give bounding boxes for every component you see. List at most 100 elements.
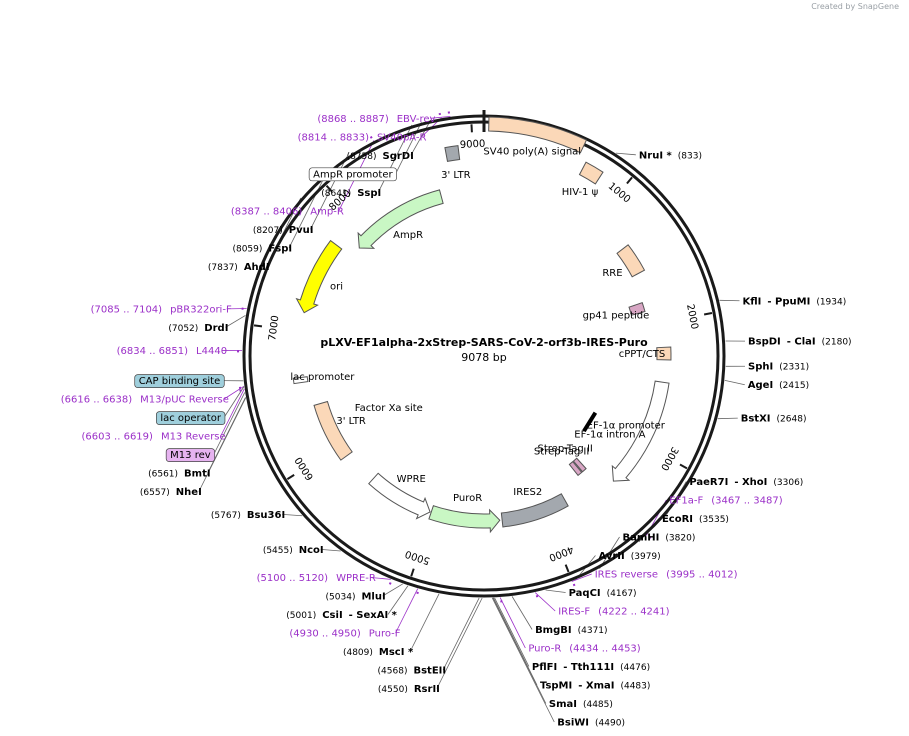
enzyme-paqci[interactable]: PaqCI(4167) <box>569 588 637 599</box>
site-labels: NruI *(833) KflI- PpuMI(1934) BspDI- ClaI(… <box>61 114 852 729</box>
bp-tick-label: 1000 <box>606 181 633 206</box>
feature-label: HIV-1 ψ <box>562 187 599 198</box>
enzyme-label: BstXI(2648) <box>741 414 807 425</box>
feature-tag-cap-binding-site[interactable]: CAP binding site <box>134 374 225 388</box>
enzyme-pvui[interactable]: (8207)PvuI <box>253 225 314 236</box>
primer-puro-f[interactable]: (4930 .. 4950)Puro-F <box>289 628 400 639</box>
enzyme-bsu36i[interactable]: (5767)Bsu36I <box>211 510 285 521</box>
feature-label: IRES2 <box>513 487 542 498</box>
enzyme-label: AgeI(2415) <box>748 380 809 391</box>
enzyme-bmti[interactable]: (6561)BmtI <box>148 469 210 480</box>
enzyme-label: (5767)Bsu36I <box>211 510 285 521</box>
primer-l4440[interactable]: (6834 .. 6851)L4440 <box>117 346 227 357</box>
enzyme-ecori[interactable]: EcoRI(3535) <box>662 514 729 525</box>
primer-mark <box>388 582 392 585</box>
label-leader <box>220 388 245 437</box>
enzyme-label: PaeR7I- XhoI(3306) <box>689 477 803 488</box>
plasmid-size: 9078 bp <box>461 351 506 364</box>
primer-amp-r[interactable]: (8387 .. 8406)Amp-R <box>231 206 344 217</box>
feature-label: lac promoter <box>290 372 355 383</box>
enzyme-bmgbi[interactable]: BmgBI(4371) <box>535 625 607 636</box>
enzyme-drdi[interactable]: (7052)DrdI <box>168 323 228 334</box>
primer-label: (8387 .. 8406)Amp-R <box>231 206 344 217</box>
feature-tag-lac-operator[interactable]: lac operator <box>156 411 226 425</box>
primer-ires-f[interactable]: IRES-F(4222 .. 4241) <box>558 607 669 618</box>
enzyme-label: BspDI- ClaI(2180) <box>748 337 852 348</box>
label-leader <box>282 514 303 517</box>
enzyme-smai[interactable]: SmaI(4485) <box>549 699 613 710</box>
feature-label: EF-1α promoter <box>587 421 666 432</box>
enzyme-rsrii[interactable]: (4550)RsrII <box>378 684 440 695</box>
primer-ebv-rev[interactable]: (8868 .. 8887)EBV-rev <box>317 114 435 125</box>
feature-arcs <box>292 116 672 534</box>
feature-ampr <box>357 189 444 249</box>
enzyme-fspi[interactable]: (8059)FspI <box>232 243 292 254</box>
primer-m13-puc-reverse[interactable]: (6616 .. 6638)M13/pUC Reverse <box>61 395 229 406</box>
enzyme-pflfi[interactable]: PflFI- Tth111I(4476) <box>532 662 650 673</box>
enzyme-nhei[interactable]: (6557)NheI <box>140 487 202 498</box>
bp-tick <box>286 474 295 481</box>
enzyme-bspdi[interactable]: BspDI- ClaI(2180) <box>748 337 852 348</box>
bp-tick <box>703 311 713 316</box>
enzyme-bsiwi[interactable]: BsiWI(4490) <box>557 718 625 729</box>
primer-pbr322ori-f[interactable]: (7085 .. 7104)pBR322ori-F <box>91 304 232 315</box>
enzyme-ahdi[interactable]: (7837)AhdI <box>208 262 270 273</box>
bp-tick <box>253 324 263 328</box>
enzyme-ncoi[interactable]: (5455)NcoI <box>263 545 324 556</box>
enzyme-csii[interactable]: (5001)CsiI- SexAI * <box>286 610 397 621</box>
enzyme-label: (8758)SgrDI <box>347 151 414 162</box>
primer-mark <box>572 583 576 587</box>
feature-gp41-peptide <box>628 302 646 316</box>
enzyme-label: NruI *(833) <box>639 150 702 161</box>
primer-ef1a-f[interactable]: EF1a-F(3467 .. 3487) <box>669 496 782 507</box>
feature-tag-text: AmpR promoter <box>313 169 393 180</box>
bp-tick-label: 2000 <box>684 303 700 330</box>
primer-label: (8814 .. 8833)SV40pA-R <box>298 132 427 143</box>
feature-tag-box <box>156 411 226 425</box>
feature-lac-promoter <box>292 376 309 385</box>
label-leader <box>288 171 328 248</box>
primer-sv40pa-r[interactable]: (8814 .. 8833)SV40pA-R <box>298 132 427 143</box>
enzyme-label: SphI(2331) <box>748 362 809 373</box>
label-leader <box>395 588 419 634</box>
feature-3-ltr <box>488 116 588 154</box>
feature-label: AmpR <box>393 230 423 241</box>
enzyme-nrui[interactable]: NruI *(833) <box>639 150 702 161</box>
enzyme-kfli[interactable]: KflI- PpuMI(1934) <box>743 296 847 307</box>
primer-wpre-r[interactable]: (5100 .. 5120)WPRE-R <box>257 573 376 584</box>
enzyme-label: BamHI(3820) <box>623 533 696 544</box>
enzyme-sphi[interactable]: SphI(2331) <box>748 362 809 373</box>
enzyme-bsteii[interactable]: (4568)BstEII <box>378 665 447 676</box>
enzyme-bamhi[interactable]: BamHI(3820) <box>623 533 696 544</box>
primer-puro-r[interactable]: Puro-R(4434 .. 4453) <box>528 644 640 655</box>
enzyme-label: (8207)PvuI <box>253 225 314 236</box>
feature-tag-m13-rev[interactable]: M13 rev <box>165 448 216 462</box>
enzyme-label: (8641)SspI <box>321 188 381 199</box>
label-leader <box>511 596 533 630</box>
enzyme-avrii[interactable]: AvrII(3979) <box>598 551 660 562</box>
label-leader <box>534 592 556 612</box>
feature-tag-ampr-promoter[interactable]: AmpR promoter <box>308 167 397 182</box>
enzyme-sspi[interactable]: (8641)SspI <box>321 188 381 199</box>
enzyme-paer7i[interactable]: PaeR7I- XhoI(3306) <box>689 477 803 488</box>
feature-label: RRE <box>602 268 622 279</box>
label-leader <box>409 593 440 652</box>
feature-hiv-1 <box>578 161 604 185</box>
primer-m13-reverse[interactable]: (6603 .. 6619)M13 Reverse <box>82 432 226 443</box>
enzyme-sgrdi[interactable]: (8758)SgrDI <box>347 151 414 162</box>
primer-label: (6616 .. 6638)M13/pUC Reverse <box>61 395 229 406</box>
enzyme-msci[interactable]: (4809)MscI * <box>343 647 414 658</box>
label-leader <box>494 597 530 667</box>
enzyme-label: (8059)FspI <box>232 243 292 254</box>
primer-ires-reverse[interactable]: IRES reverse(3995 .. 4012) <box>595 570 738 581</box>
label-leader <box>491 597 555 723</box>
feature-tag-text: lac operator <box>160 413 221 424</box>
enzyme-mlui[interactable]: (5034)MluI <box>326 591 386 602</box>
enzyme-bstxi[interactable]: BstXI(2648) <box>741 414 807 425</box>
primer-mark <box>416 591 419 595</box>
primer-mark <box>648 536 652 540</box>
enzyme-tspmi[interactable]: TspMI- XmaI(4483) <box>540 681 650 692</box>
enzyme-agei[interactable]: AgeI(2415) <box>748 380 809 391</box>
